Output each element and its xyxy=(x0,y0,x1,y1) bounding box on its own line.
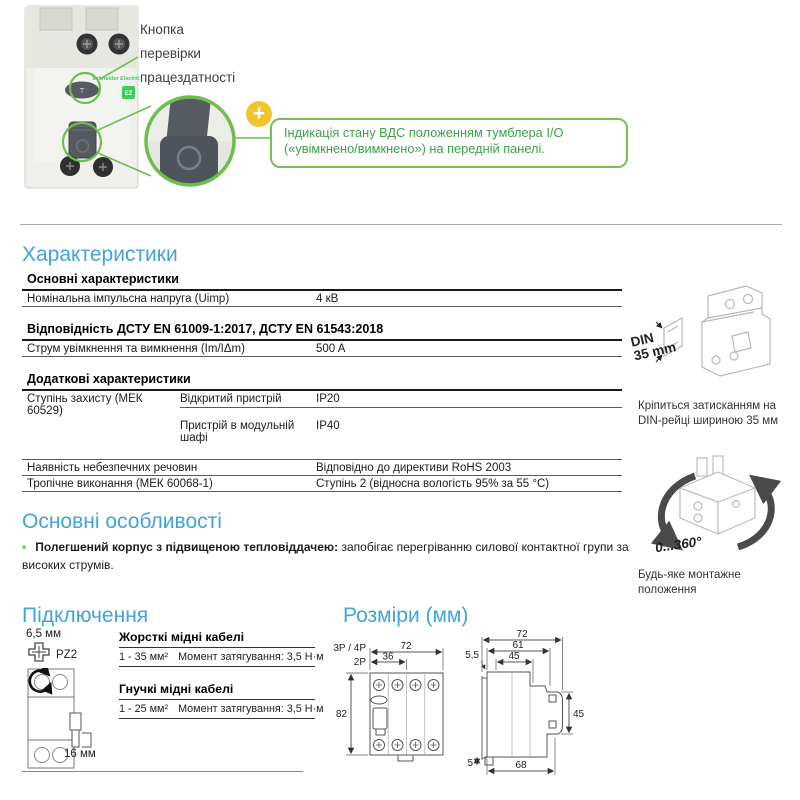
row-condition: Відкритий пристрій xyxy=(180,393,282,405)
rcd-device-photo: Schneider Electric T EZ xyxy=(24,5,140,189)
side-body-depth-label: 61 xyxy=(512,640,524,651)
table-row: Пристрій в модульній шафі IP40 xyxy=(22,418,622,447)
wire-length-label: 16 мм xyxy=(64,748,96,760)
test-button-letter: T xyxy=(80,88,85,95)
rotation-image xyxy=(650,455,782,551)
din-dim-arrows xyxy=(655,321,663,363)
tighten-arrow-icon xyxy=(28,668,53,695)
callout-line-2: перевірки xyxy=(140,46,201,61)
stripped-wire-icon xyxy=(69,712,92,748)
feature-text: запобігає перегріванню силової контактно… xyxy=(22,540,629,572)
front-width-2p-label: 36 xyxy=(382,652,394,663)
side-view-labels: 72 61 45 5,5 45 5 68 xyxy=(465,629,584,771)
row-subgroup: Відкритий пристрій IP20 xyxy=(180,393,622,408)
din-rail-image xyxy=(655,285,771,377)
io-indication-note: Індикація стану ВДС положенням тумблера … xyxy=(270,118,628,168)
io-note-line-2: («увімкнено/вимкнено») на передній панел… xyxy=(284,141,545,156)
zoom-detail-image xyxy=(144,95,236,187)
front-view-drawing xyxy=(346,648,444,762)
cable-torque: Момент затягування: 3,5 Н·м xyxy=(178,651,324,663)
row-label: Наявність небезпечних речовин xyxy=(27,462,198,474)
feature-item: • Полегшений корпус з підвищеною тепловід… xyxy=(22,538,630,574)
product-photo-image: Schneider Electric T EZ xyxy=(24,5,272,189)
table-row: Ступінь захисту (МЕК 60529) Відкритий пр… xyxy=(22,391,622,418)
side-rail-label: 5,5 xyxy=(465,650,479,661)
characteristics-table: Основні характеристики Номінальна імпуль… xyxy=(22,271,622,492)
row-label: Струм увімкнення та вимкнення (Im/IΔm) xyxy=(27,343,245,355)
test-button-callout: Кнопка перевірки працездатності xyxy=(140,18,290,90)
section-divider xyxy=(20,224,782,225)
connection-divider xyxy=(22,771,303,772)
easy9-badge: EZ xyxy=(125,91,133,97)
side-base-label: 68 xyxy=(515,760,527,771)
cable-range: 1 - 35 мм² xyxy=(119,651,169,663)
cable-torque: Момент затягування: 3,5 Н·м xyxy=(178,703,324,715)
poles-2p-label: 2P xyxy=(354,657,367,668)
table-row: Тропічне виконання (МЕК 60068-1) Ступінь… xyxy=(22,476,622,492)
row-value: IP20 xyxy=(316,393,340,405)
dimension-drawings: 3P / 4P 72 2P 36 82 xyxy=(333,629,585,775)
front-view-labels: 3P / 4P 72 2P 36 82 xyxy=(333,641,412,720)
rotation-device-sketch xyxy=(679,455,756,535)
row-value: 500 A xyxy=(316,343,346,355)
din-breaker-sketch xyxy=(663,285,771,377)
row-subgroup: Пристрій в модульній шафі IP40 xyxy=(180,420,622,446)
callout-line-3: працездатності xyxy=(140,70,236,85)
cable-range: 1 - 25 мм² xyxy=(119,703,169,715)
table-row: Наявність небезпечних речовин Відповідно… xyxy=(22,459,622,476)
front-width-label: 72 xyxy=(400,641,412,652)
callout-line-1: Кнопка xyxy=(140,22,184,37)
char-group-header: Відповідність ДСТУ EN 61009-1:2017, ДСТУ… xyxy=(22,321,622,341)
row-value: Відповідно до директиви RoHS 2003 xyxy=(316,462,512,474)
pz2-label: PZ2 xyxy=(56,649,78,661)
bullet-icon: • xyxy=(22,540,27,554)
characteristics-title: Характеристики xyxy=(22,243,178,266)
row-condition: Пристрій в модульній шафі xyxy=(180,420,295,444)
dimensions-title: Розміри (мм) xyxy=(343,604,469,627)
row-value: 4 кВ xyxy=(316,293,339,305)
table-row: Номінальна імпульсна напруга (Uimp) 4 кВ xyxy=(22,291,622,307)
poles-3p4p-label: 3P / 4P xyxy=(333,643,366,654)
terminal-device-drawing xyxy=(27,668,75,769)
strip-length-label: 6,5 мм xyxy=(26,628,61,640)
cable-header: Гнучкі мідні кабелі xyxy=(119,682,315,700)
io-note-line-1: Індикація стану ВДС положенням тумблера … xyxy=(284,125,564,140)
rotation-caption: Будь-яке монтажне положення xyxy=(638,569,741,596)
row-label: Номінальна імпульсна напруга (Uimp) xyxy=(27,293,230,305)
char-group-header: Додаткові характеристики xyxy=(22,371,622,391)
cable-spec-table: Жорсткі мідні кабелі 1 - 35 мм² Момент з… xyxy=(119,630,324,719)
char-group-header: Основні характеристики xyxy=(22,271,622,291)
flexible-cable-block: Гнучкі мідні кабелі 1 - 25 мм² Момент за… xyxy=(119,682,324,719)
char-group-basic: Основні характеристики Номінальна імпуль… xyxy=(22,271,622,307)
char-group-additional: Додаткові характеристики Ступінь захисту… xyxy=(22,371,622,447)
din-caption: Кріпиться затисканням на DIN-рейці ширин… xyxy=(638,400,779,427)
features-title: Основні особливості xyxy=(22,510,222,533)
row-label: Ступінь захисту (МЕК 60529) xyxy=(27,393,143,417)
side-clip-label: 5 xyxy=(467,758,473,769)
side-face-depth-label: 45 xyxy=(508,651,520,662)
brand-logo: Schneider Electric xyxy=(92,76,140,82)
side-terminal-height-label: 45 xyxy=(573,709,585,720)
rotation-arrows xyxy=(650,472,782,551)
cable-header: Жорсткі мідні кабелі xyxy=(119,630,315,648)
callout-lines xyxy=(61,56,272,177)
row-value: IP40 xyxy=(316,420,340,432)
plus-icon: + xyxy=(246,101,272,127)
pz2-screw-icon xyxy=(28,642,50,662)
front-height-label: 82 xyxy=(336,709,348,720)
row-label: Тропічне виконання (МЕК 60068-1) xyxy=(27,478,213,490)
char-group-standards: Відповідність ДСТУ EN 61009-1:2017, ДСТУ… xyxy=(22,321,622,357)
cable-row: 1 - 25 мм² Момент затягування: 3,5 Н·м xyxy=(119,700,324,719)
connection-title: Підключення xyxy=(22,604,149,627)
feature-bold-text: Полегшений корпус з підвищеною тепловідд… xyxy=(35,540,339,554)
side-depth-label: 72 xyxy=(516,629,528,640)
cable-row: 1 - 35 мм² Момент затягування: 3,5 Н·м xyxy=(119,648,324,667)
side-view-drawing xyxy=(473,636,573,775)
row-value: Ступінь 2 (відносна вологість 95% за 55 … xyxy=(316,478,550,490)
table-row: Струм увімкнення та вимкнення (Im/IΔm) 5… xyxy=(22,341,622,357)
char-group-environment: Наявність небезпечних речовин Відповідно… xyxy=(22,459,622,492)
rigid-cable-block: Жорсткі мідні кабелі 1 - 35 мм² Момент з… xyxy=(119,630,324,667)
